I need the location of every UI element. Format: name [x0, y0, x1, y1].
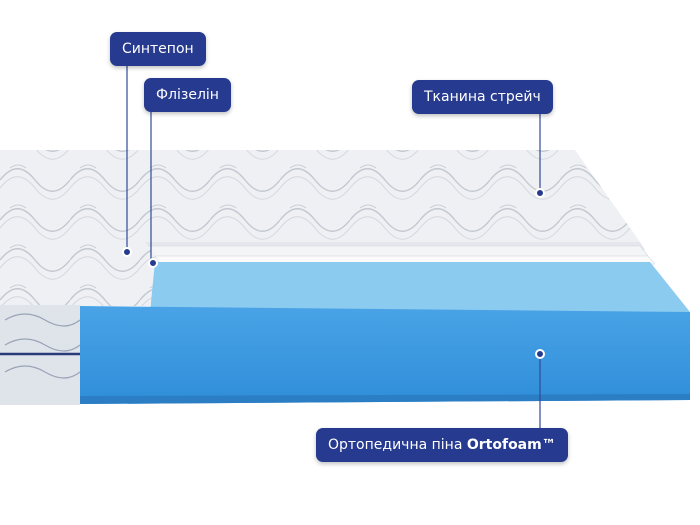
sintepon-layer: [119, 245, 649, 257]
callout-foam-brand: Ortofoam™: [466, 437, 556, 453]
callout-foam: Ортопедична піна Ortofoam™: [316, 428, 568, 462]
callout-foam-prefix: Ортопедична піна: [328, 437, 467, 453]
callout-tkanyna-label: Тканина стрейч: [424, 89, 541, 105]
leader-lines: [126, 66, 541, 428]
cover-side-pattern: [4, 313, 81, 379]
callout-sintepon-label: Синтепон: [122, 41, 194, 57]
foam-front: [80, 306, 690, 404]
foam-top: [150, 262, 690, 312]
callout-flizelin-label: Флізелін: [156, 87, 219, 103]
cover-top: [0, 150, 640, 242]
callout-tkanyna: Тканина стрейч: [412, 80, 553, 114]
callout-flizelin: Флізелін: [144, 78, 231, 112]
leader-dots: [122, 188, 545, 359]
foam-front-shadow: [80, 394, 690, 404]
callout-sintepon: Синтепон: [110, 32, 206, 66]
